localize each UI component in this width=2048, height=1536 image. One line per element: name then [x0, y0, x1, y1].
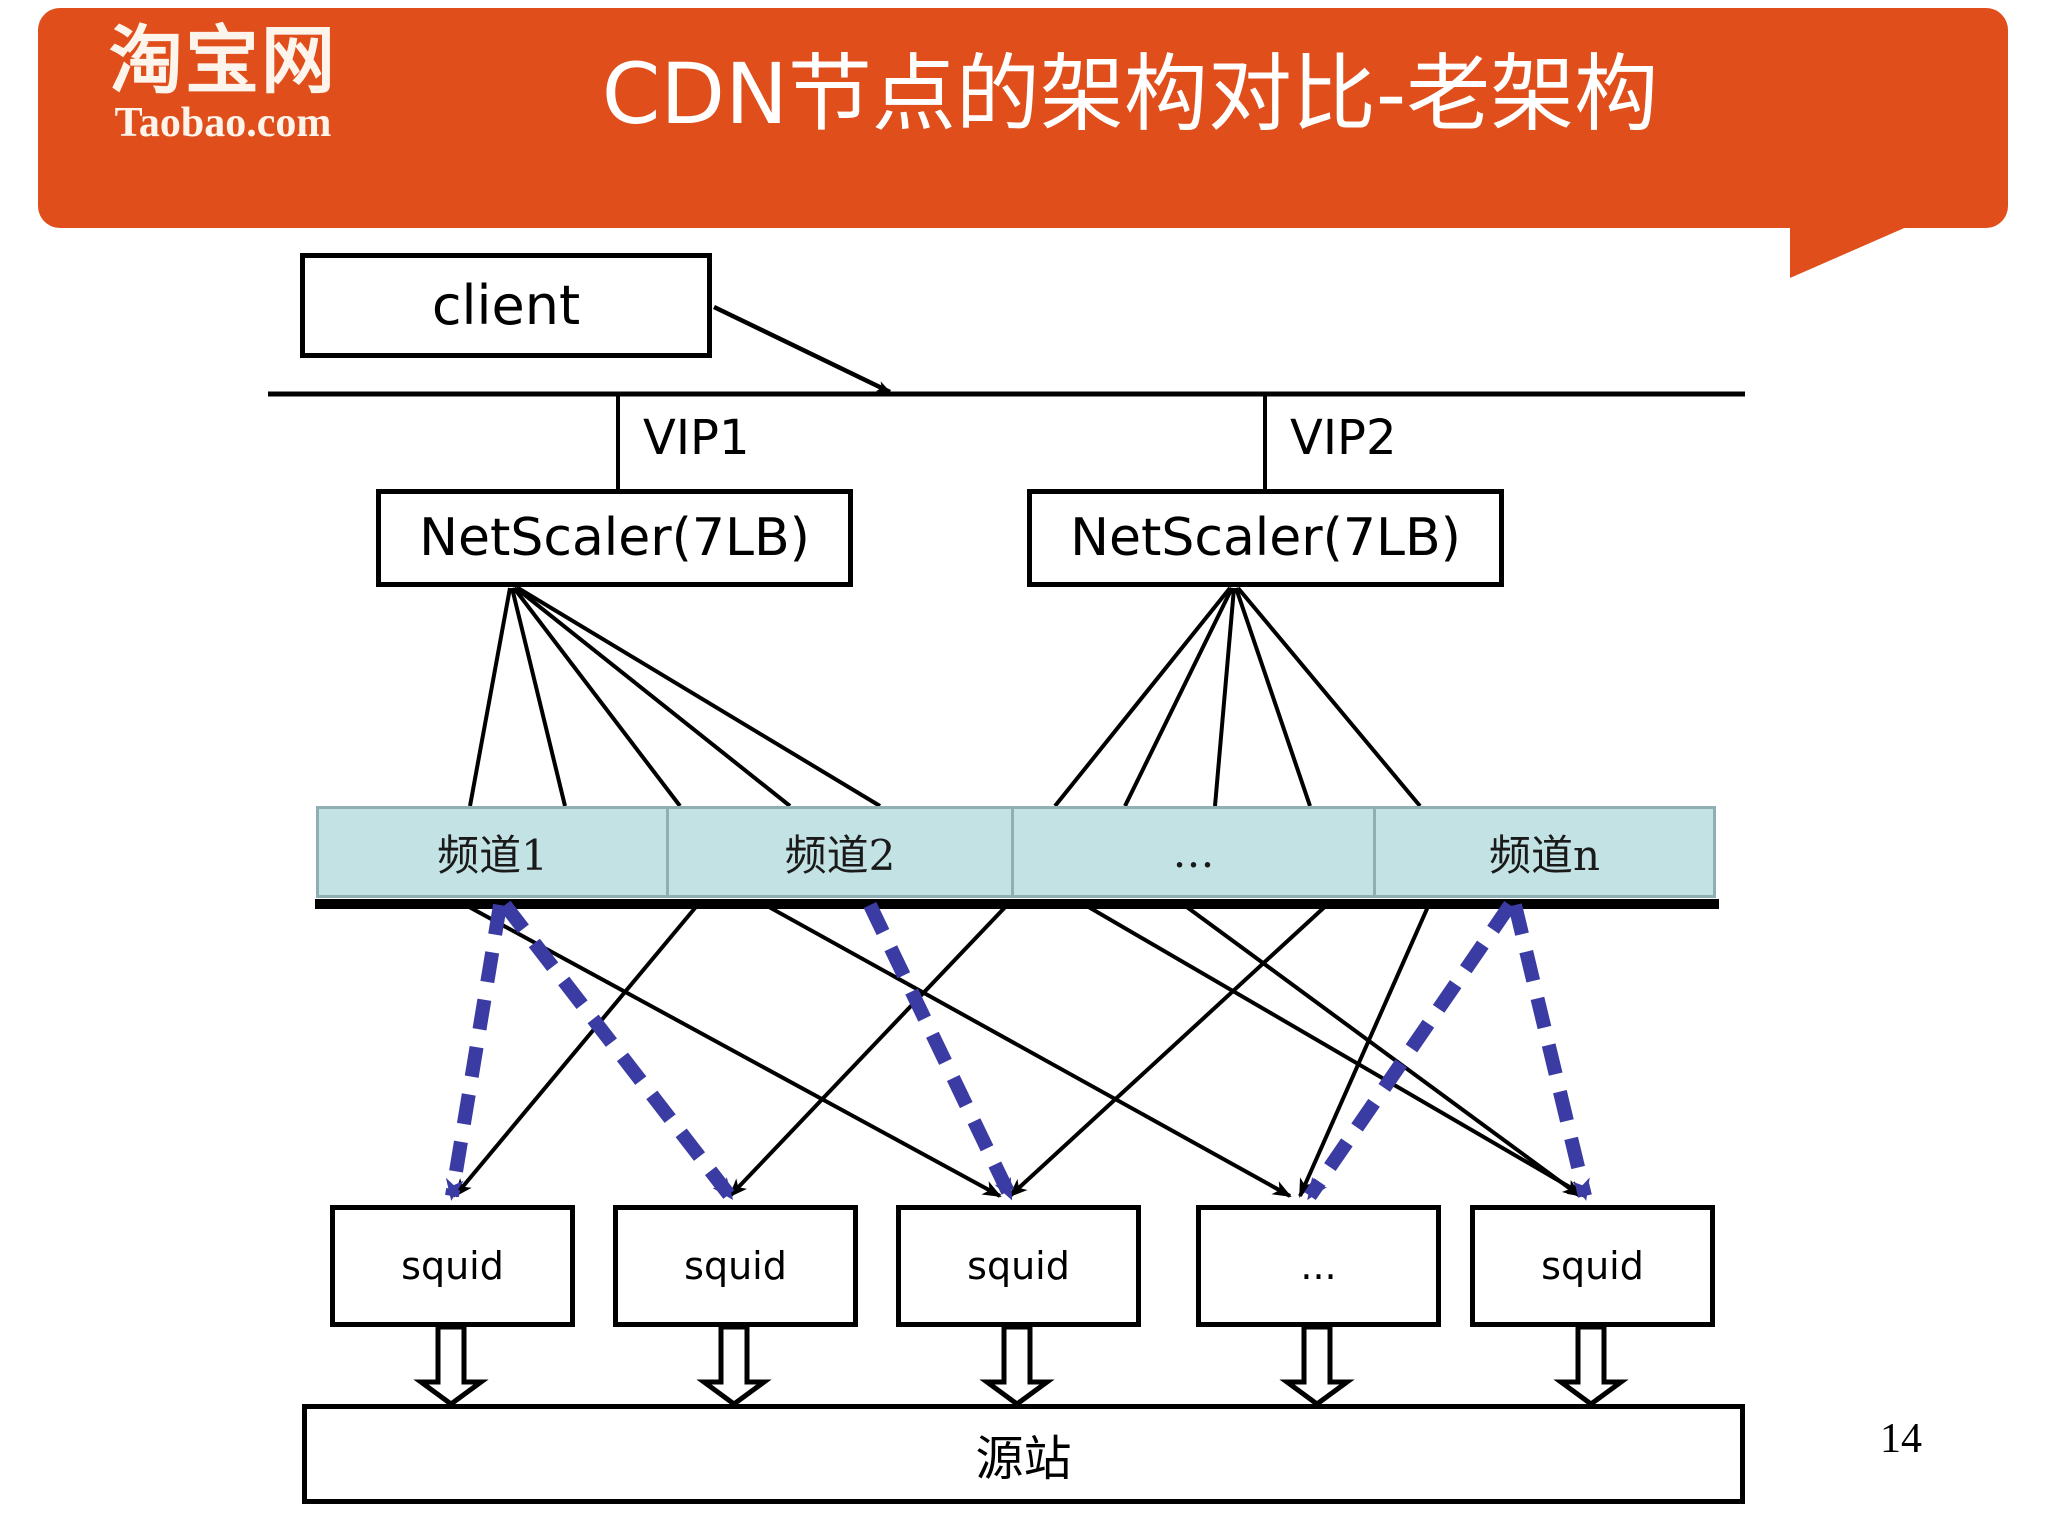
netscaler2-fanout: [1053, 586, 1422, 808]
page-title: CDN节点的架构对比-老架构: [601, 45, 1659, 143]
netscaler1-fanout: [468, 586, 882, 808]
page-number: 14: [1880, 1416, 1922, 1462]
client-box[interactable]: client: [300, 253, 712, 358]
channel-to-squid-lines: [453, 900, 1587, 1198]
netscaler-box-2[interactable]: NetScaler(7LB): [1027, 489, 1504, 587]
origin-station-box[interactable]: 源站: [302, 1404, 1745, 1504]
squid-box-1[interactable]: squid: [330, 1205, 575, 1327]
taobao-logo-en: Taobao.com: [114, 100, 332, 146]
netscaler-box-1[interactable]: NetScaler(7LB): [376, 489, 853, 587]
channel-cell-1[interactable]: 频道1: [319, 809, 669, 895]
squid-box-3[interactable]: squid: [896, 1205, 1141, 1327]
vip2-label: VIP2: [1290, 410, 1397, 466]
channel-band: 频道1 频道2 … 频道n: [315, 806, 1719, 909]
squid-to-origin-arrows: [413, 1324, 1629, 1408]
squid-box-5[interactable]: squid: [1470, 1205, 1715, 1327]
header-banner: [38, 8, 2008, 228]
header-banner-tail: [1790, 222, 1918, 278]
channel-cell-n[interactable]: 频道n: [1376, 809, 1713, 895]
vip1-label: VIP1: [643, 410, 750, 466]
squid-box-ellipsis[interactable]: ...: [1196, 1205, 1441, 1327]
channel-cell-2[interactable]: 频道2: [669, 809, 1014, 895]
client-to-bus-arrow: [713, 304, 891, 395]
squid-box-2[interactable]: squid: [613, 1205, 858, 1327]
taobao-logo-cn: 淘宝网: [109, 18, 337, 104]
channel-cell-ellipsis[interactable]: …: [1014, 809, 1376, 895]
channel-to-squid-dashed-arrows: [445, 900, 1592, 1201]
taobao-logo: 淘宝网 Taobao.com: [68, 24, 378, 154]
